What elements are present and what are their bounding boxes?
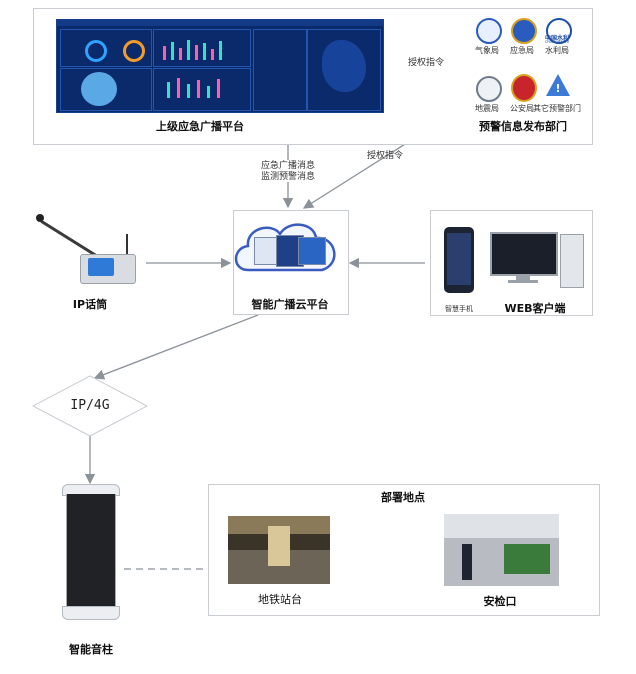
phone-label: 智慧手机 <box>445 305 473 313</box>
metro-platform-photo <box>228 516 330 584</box>
ip-mic-label: IP话筒 <box>72 298 108 311</box>
agency-label-police: 公安局 <box>510 104 534 113</box>
agency-icon-water <box>546 18 572 44</box>
auth-diag-label: 授权指令 <box>366 151 403 161</box>
agency-icon-police <box>511 74 537 102</box>
top-platform-label: 上级应急广播平台 <box>156 120 244 133</box>
agency-icon-weather <box>476 18 502 44</box>
security-check-photo <box>444 514 559 586</box>
network-diamond <box>31 375 149 437</box>
agency-icon-earthquake <box>476 76 502 102</box>
emergency-msg-line1: 应急广播消息 <box>260 161 315 171</box>
pc-tower-icon <box>560 234 584 288</box>
cloud-label: 智能广播云平台 <box>251 298 329 311</box>
web-client-label: WEB客户端 <box>504 302 566 315</box>
agency-label-emergency: 应急局 <box>510 46 534 55</box>
ip-mic-device <box>34 212 144 286</box>
auth-top-label: 授权指令 <box>404 57 448 69</box>
speaker-label: 智能音柱 <box>69 643 113 656</box>
warning-dept-label: 预警信息发布部门 <box>479 120 567 133</box>
monitor-icon <box>490 232 558 284</box>
agency-logo-water-subtext: CHINA WATER <box>544 40 570 44</box>
agency-logo-water-text: 中国水利 <box>544 35 569 42</box>
arrow-cloud-to-network <box>93 314 259 380</box>
dashboard-screenshot <box>56 19 384 113</box>
agency-label-other: 其它预警部门 <box>533 104 581 113</box>
emergency-msg-line2: 监测预警消息 <box>260 172 315 182</box>
agency-label-weather: 气象局 <box>475 46 499 55</box>
agency-label-water: 水利局 <box>545 46 569 55</box>
agency-icon-warning <box>546 74 570 96</box>
phone-icon <box>444 227 474 293</box>
agency-icon-emergency <box>511 18 537 44</box>
site-label-metro: 地铁站台 <box>258 593 302 606</box>
network-label: IP/4G <box>70 398 110 413</box>
deploy-title: 部署地点 <box>381 491 425 504</box>
agency-label-earthquake: 地震局 <box>475 104 499 113</box>
agency-icon-warning-mark: ! <box>555 82 561 95</box>
speaker-device <box>62 484 120 620</box>
cloud-screens <box>254 233 326 267</box>
site-label-security: 安检口 <box>483 595 517 608</box>
